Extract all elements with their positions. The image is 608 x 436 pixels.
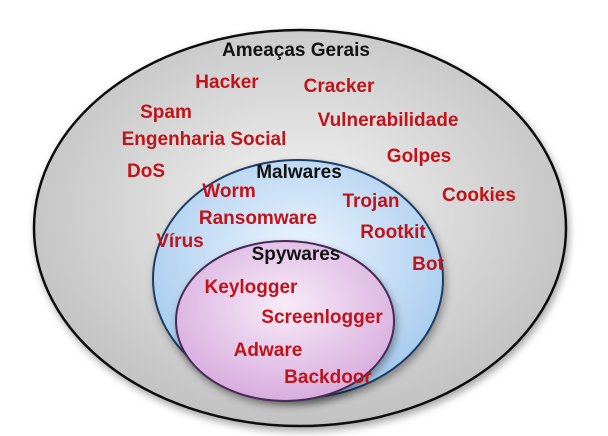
term-engenharia-social: Engenharia Social — [122, 129, 287, 150]
term-cracker: Cracker — [304, 76, 375, 97]
inner-ellipse-spywares — [175, 240, 395, 402]
term-keylogger: Keylogger — [205, 277, 299, 298]
term-trojan: Trojan — [342, 191, 399, 212]
term-golpes: Golpes — [387, 146, 451, 167]
middle-title: Malwares — [256, 162, 342, 183]
term-backdoor: Backdoor — [284, 367, 372, 388]
term-adware: Adware — [234, 340, 303, 361]
outer-title: Ameaças Gerais — [222, 40, 370, 61]
term-cookies: Cookies — [442, 185, 516, 206]
term-dos: DoS — [127, 161, 165, 182]
term-rootkit: Rootkit — [360, 222, 426, 243]
inner-title: Spywares — [252, 244, 341, 265]
term-virus: Vírus — [156, 231, 204, 252]
term-worm: Worm — [202, 181, 255, 202]
term-ransomware: Ransomware — [199, 208, 317, 229]
term-vulnerabilidade: Vulnerabilidade — [318, 110, 459, 131]
term-bot: Bot — [412, 254, 444, 275]
term-screenlogger: Screenlogger — [261, 307, 383, 328]
term-hacker: Hacker — [195, 72, 259, 93]
term-spam: Spam — [140, 102, 192, 123]
